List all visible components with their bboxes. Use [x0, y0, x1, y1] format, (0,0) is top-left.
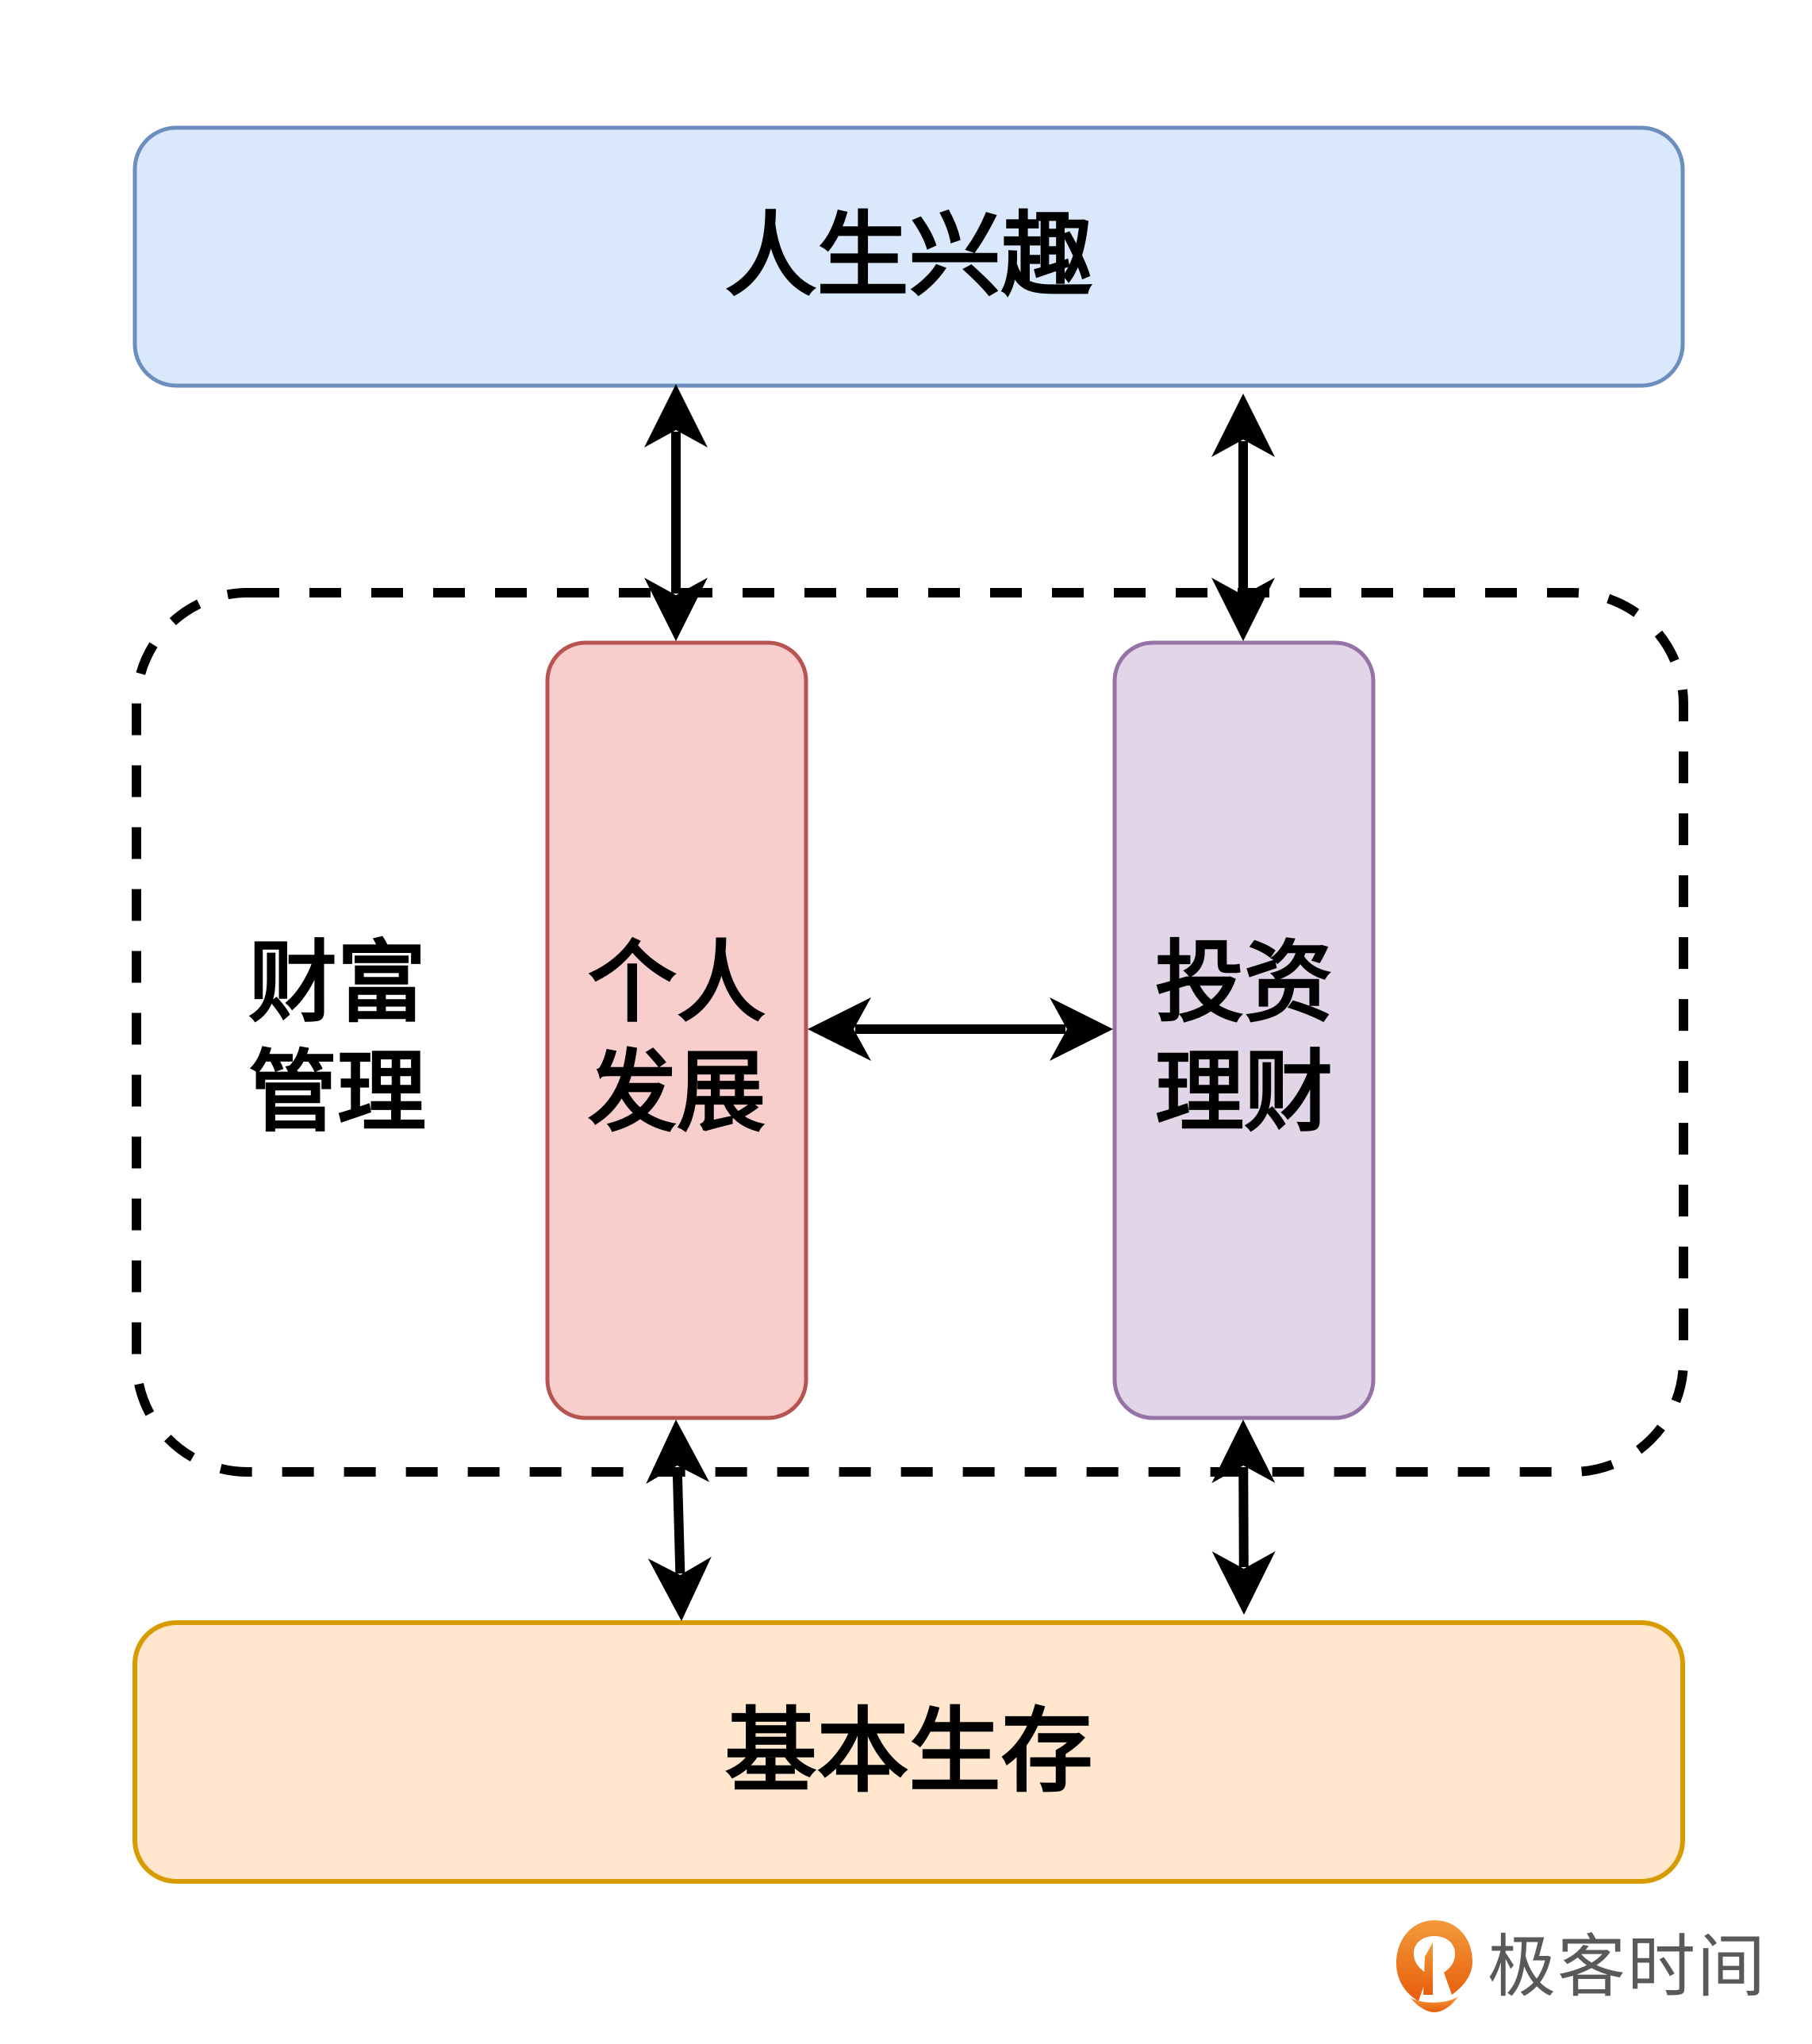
edge-line — [1238, 1466, 1249, 1568]
edge-personal-invest — [808, 997, 1113, 1061]
node-personal-label: 个人 发展 — [547, 928, 806, 1147]
arrowhead-end-icon — [1050, 997, 1113, 1061]
arrowhead-end-icon — [644, 578, 708, 641]
node-personal-box[interactable] — [545, 640, 808, 1420]
geektime-logo-icon — [1396, 1920, 1472, 2012]
watermark: 极客时间 — [1392, 1912, 1767, 2008]
group-label-line2: 管理 — [248, 1041, 426, 1144]
group-container — [132, 588, 1688, 1477]
node-personal-label-line2: 发展 — [588, 1041, 766, 1144]
node-top-label: 人生兴趣 — [724, 202, 1093, 309]
node-personal-label-line1: 个人 — [588, 932, 766, 1035]
edge-line — [672, 1466, 685, 1574]
group-label-line1: 财富 — [248, 932, 426, 1035]
arrowhead-start-icon — [646, 1420, 710, 1485]
arrowhead-start-icon — [1211, 394, 1275, 457]
node-bottom-box[interactable] — [132, 1620, 1685, 1884]
edge-top-personal — [644, 384, 708, 641]
node-invest-label-line1: 投资 — [1155, 932, 1333, 1035]
arrowhead-start-icon — [644, 384, 708, 448]
arrowhead-end-icon — [647, 1556, 712, 1621]
node-invest-label-line2: 理财 — [1155, 1041, 1333, 1144]
arrowhead-start-icon — [808, 997, 871, 1061]
node-invest-box[interactable] — [1112, 640, 1376, 1420]
node-top-box[interactable] — [132, 125, 1685, 388]
arrowhead-start-icon — [1211, 1420, 1276, 1484]
edge-personal-bottom — [646, 1420, 712, 1621]
watermark-text: 极客时间 — [1488, 1927, 1767, 2007]
edge-top-invest — [1211, 394, 1275, 641]
arrowhead-end-icon — [1211, 578, 1275, 641]
group-label: 财富 管理 — [230, 928, 444, 1147]
arrowhead-end-icon — [1211, 1550, 1276, 1615]
node-invest-label: 投资 理财 — [1115, 928, 1373, 1147]
edge-invest-bottom — [1211, 1420, 1276, 1615]
node-bottom-label: 基本生存 — [724, 1698, 1093, 1805]
